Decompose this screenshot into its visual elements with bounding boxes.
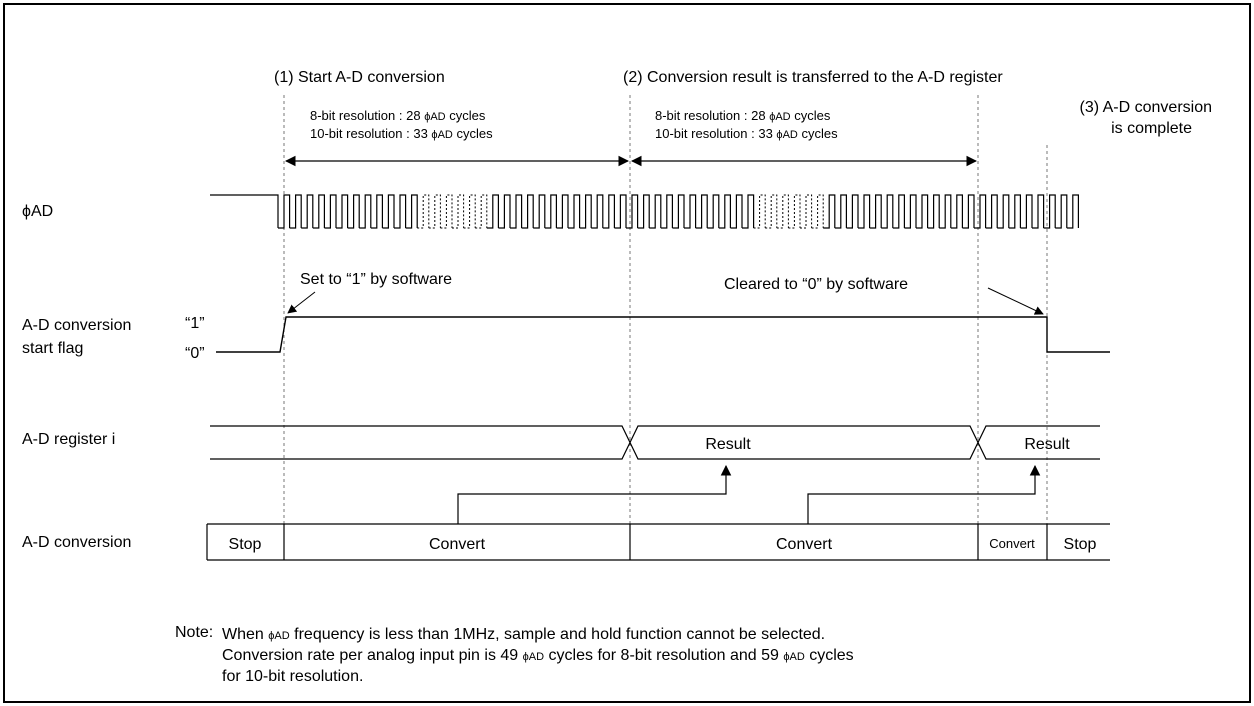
annotation-complete-line1: (3) A-D conversion [1080,99,1213,116]
phi-ad-symbol: ϕAD [769,111,790,123]
conversion-state-stop-2: Stop [1064,536,1097,553]
conversion-state-convert-1: Convert [429,536,486,553]
register-value-2: Result [1024,436,1070,453]
annotation-start: (1) Start A-D conversion [274,69,445,86]
clock-pulses [210,194,1079,229]
flag-note-cleared: Cleared to “0” by software [724,276,908,293]
timing-2-line1-suffix: cycles [791,108,831,123]
flag-note-set: Set to “1” by software [300,271,452,288]
register-value-1: Result [705,436,751,453]
conversion-state-convert-3: Convert [989,536,1035,551]
conversion-bar [206,523,1110,561]
phi-ad-symbol: ϕAD [523,651,544,663]
flag-waveform [216,316,1110,353]
signal-label-flag-line1: A-D conversion [22,317,131,334]
flag-cleared-arrow [987,287,1044,315]
signal-label-conversion: A-D conversion [22,534,131,551]
timing-2-line2-prefix: 10-bit resolution : 33 [655,126,776,141]
timing-1-line1-suffix: cycles [446,108,486,123]
diagram-frame [3,3,1251,703]
register-bus-waveform [210,425,1100,460]
transfer-arrow-1 [457,464,732,524]
phi-ad-symbol: ϕAD [783,651,804,663]
timing-1-line2-suffix: cycles [453,126,493,141]
note-line-1: When ϕAD frequency is less than 1MHz, sa… [222,626,825,643]
signal-label-register: A-D register i [22,431,115,448]
signal-label-clock: ϕAD [22,203,53,220]
note-label: Note: [175,624,213,641]
transfer-arrow-2 [807,464,1041,524]
phi-ad-symbol: ϕAD [776,129,797,141]
annotation-complete-line2: is complete [1111,120,1192,137]
timing-1-line1-prefix: 8-bit resolution : 28 [310,108,424,123]
clock-waveform [210,194,1079,229]
timing-block-2: 8-bit resolution : 28 ϕAD cycles 10-bit … [655,108,838,141]
signal-label-flag-line2: start flag [22,340,83,357]
conversion-state-convert-2: Convert [776,536,833,553]
svg-text:10-bit resolution : 33 ϕAD cyc: 10-bit resolution : 33 ϕAD cycles [310,126,493,141]
flag-low-label: “0” [185,345,205,362]
timing-2-line1-prefix: 8-bit resolution : 28 [655,108,769,123]
svg-text:8-bit resolution : 28 ϕAD cycl: 8-bit resolution : 28 ϕAD cycles [655,108,831,123]
svg-text:8-bit resolution : 28 ϕAD cycl: 8-bit resolution : 28 ϕAD cycles [310,108,486,123]
timing-block-1: 8-bit resolution : 28 ϕAD cycles 10-bit … [310,108,493,141]
note-line-2: Conversion rate per analog input pin is … [222,647,854,664]
svg-text:10-bit resolution : 33 ϕAD cyc: 10-bit resolution : 33 ϕAD cycles [655,126,838,141]
note-line-3: for 10-bit resolution. [222,668,363,685]
annotation-transfer: (2) Conversion result is transferred to … [623,69,1003,86]
timing-1-line2-prefix: 10-bit resolution : 33 [310,126,431,141]
conversion-state-stop-1: Stop [229,536,262,553]
timing-2-line2-suffix: cycles [798,126,838,141]
guide-lines [283,95,1048,560]
flag-set-arrow [287,291,316,314]
flag-high-label: “1” [185,315,205,332]
phi-ad-symbol: ϕAD [431,129,452,141]
phi-ad-symbol: ϕAD [268,630,289,642]
phi-ad-symbol: ϕAD [424,111,445,123]
